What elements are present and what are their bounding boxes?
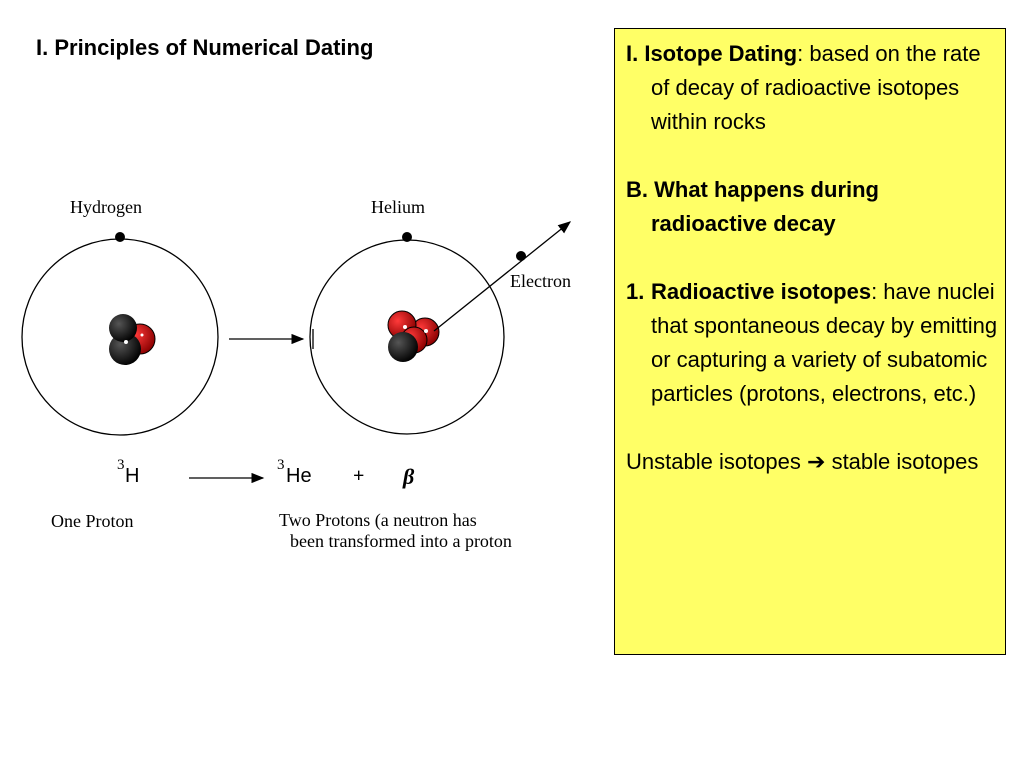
radioactive-isotopes-definition: : have nuclei that spontaneous decay by …: [651, 279, 998, 406]
emitted-electron: [516, 251, 526, 261]
unstable-isotopes-text: Unstable isotopes: [626, 449, 801, 474]
one-proton-caption: One Proton: [51, 511, 134, 531]
beta-symbol: β: [402, 464, 415, 489]
hydrogen-electron: [115, 232, 125, 242]
isotope-dating-term: I. Isotope Dating: [626, 41, 798, 66]
two-protons-caption-line2: been transformed into a proton: [290, 531, 512, 551]
he-symbol: He: [286, 465, 312, 487]
radioactive-isotopes-term: Radioactive isotopes: [651, 279, 872, 304]
electron-label: Electron: [510, 271, 571, 291]
he-mass-number: 3: [277, 457, 285, 473]
h-mass-number: 3: [117, 457, 125, 473]
stable-isotopes-text: stable isotopes: [825, 449, 979, 474]
helium-nucleus: [387, 310, 440, 362]
helium-label: Helium: [371, 197, 425, 217]
radioactive-isotopes-item: 1.Radioactive isotopes: have nuclei that…: [626, 275, 999, 411]
item-number: 1.: [626, 279, 645, 304]
beta-emission-path: [433, 221, 572, 332]
unstable-to-stable-line: Unstable isotopes ➔ stable isotopes: [626, 445, 999, 479]
right-arrow-icon: ➔: [807, 449, 826, 474]
isotope-dating-definition: : based on the rate of decay of radioact…: [651, 41, 981, 134]
helium-electron: [402, 232, 412, 242]
h-symbol: H: [125, 465, 139, 487]
two-protons-caption-line1: Two Protons (a neutron has: [279, 510, 477, 531]
plus-sign: +: [353, 465, 364, 487]
decay-diagram: Hydrogen Helium Electron 3 H 3 He + β On…: [21, 197, 572, 551]
notes-panel: I. Isotope Dating: based on the rate of …: [614, 28, 1006, 655]
hydrogen-label: Hydrogen: [70, 197, 142, 217]
section-b-heading: B. What happens during radioactive decay: [626, 177, 879, 236]
slide-title: I. Principles of Numerical Dating: [36, 35, 374, 60]
hydrogen-nucleus: [109, 314, 156, 365]
isotope-dating-paragraph: I. Isotope Dating: based on the rate of …: [626, 37, 999, 139]
